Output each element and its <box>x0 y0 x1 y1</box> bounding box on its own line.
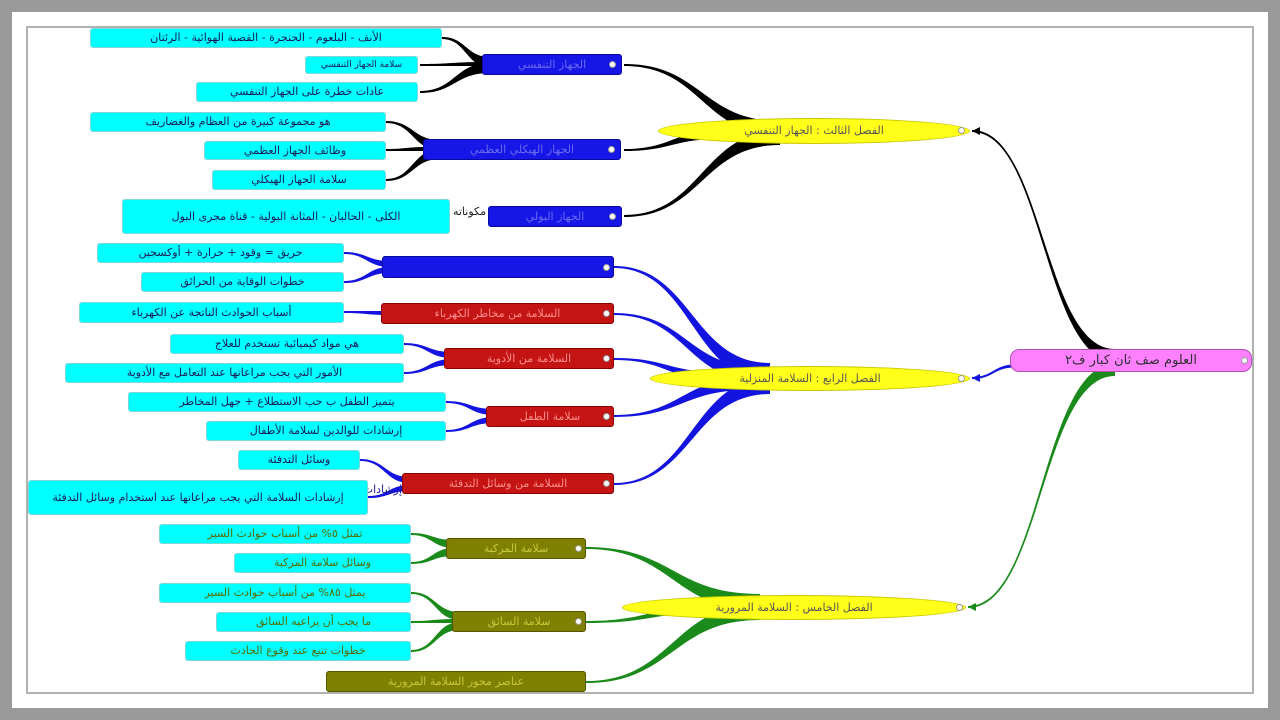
branch-heat-l1 <box>360 459 410 483</box>
leaf-heating-guidelines[interactable]: إرشادات السلامة التي يجب مراعاتها عند اس… <box>28 480 368 515</box>
heating-prefix-text: إرشادات <box>368 483 402 496</box>
topic-electric-safety[interactable]: السلامة من مخاطر الكهرباء <box>381 303 614 324</box>
collapse-handle-heating[interactable] <box>603 480 610 487</box>
leaf-respiratory-safety[interactable]: سلامة الجهاز التنفسي <box>305 56 418 74</box>
branch-child-l2 <box>446 417 494 432</box>
collapse-handle-chapter-3[interactable] <box>958 127 965 134</box>
leaf-electric-causes[interactable]: أسباب الحوادث الناتجة عن الكهرباء <box>79 302 344 323</box>
branch-drv-l2 <box>411 619 456 623</box>
leaf-skeletal-safety[interactable]: سلامة الجهاز الهيكلي <box>212 170 386 190</box>
arrow-chapter5 <box>968 603 976 611</box>
collapse-handle-fire[interactable] <box>603 264 610 271</box>
chapter-4-node[interactable]: الفصل الرابع : السلامة المنزلية <box>650 366 970 391</box>
branch-child-l1 <box>446 401 494 415</box>
leaf-respiratory-parts[interactable]: الأنف - البلعوم - الحنجرة - القصبة الهوا… <box>90 28 442 48</box>
branch-med-l1 <box>404 343 452 358</box>
collapse-handle-medicine[interactable] <box>603 355 610 362</box>
branch-skel-l2 <box>386 147 426 151</box>
leaf-accident-steps[interactable]: خطوات تتبع عند وقوع الحادث <box>185 641 411 661</box>
leaf-vehicle-safety-means[interactable]: وسائل سلامة المركبة <box>234 553 411 573</box>
leaf-child-parent-tips[interactable]: إرشادات للوالدين لسلامة الأطفال <box>206 421 446 441</box>
collapse-handle-driver[interactable] <box>575 618 582 625</box>
topic-fire[interactable] <box>382 256 614 278</box>
chapter-5-node[interactable]: الفصل الخامس : السلامة المرورية <box>622 595 966 620</box>
topic-urinary[interactable]: الجهاز البولي <box>488 206 622 227</box>
leaf-child-traits[interactable]: يتميز الطفل ب حب الاستطلاع + جهل المخاطر <box>128 392 446 412</box>
collapse-handle-respiratory[interactable] <box>609 61 616 68</box>
leaf-fire-prevention[interactable]: خطوات الوقاية من الحرائق <box>141 272 344 292</box>
branch-heat-l2 <box>368 485 410 498</box>
topic-medicine-safety[interactable]: السلامة من الأدوية <box>444 348 614 369</box>
branch-drv-l1 <box>411 592 460 620</box>
branch-root-chapter3 <box>972 130 1115 361</box>
branch-c4-heating <box>614 378 770 485</box>
arrow-chapter4 <box>972 374 980 382</box>
leaf-driver-duties[interactable]: ما يجب أن يراعيه السائق <box>216 612 411 632</box>
collapse-handle-vehicle[interactable] <box>575 545 582 552</box>
branch-elec-l1 <box>344 311 388 315</box>
leaf-urinary-parts[interactable]: الكلى - الحالبان - المثانة البولية - قنا… <box>122 199 450 234</box>
branch-resp-l2 <box>420 62 484 66</box>
leaf-driver-percentage[interactable]: يمثل ٨٥% من أسباب حوادث السير <box>159 583 411 603</box>
collapse-handle-chapter-5[interactable] <box>956 604 963 611</box>
collapse-handle-child[interactable] <box>603 413 610 420</box>
leaf-heating-means[interactable]: وسائل التدفئة <box>238 450 360 470</box>
root-node[interactable]: العلوم صف ثان كبار ف٢ <box>1010 349 1252 372</box>
arrow-chapter3 <box>972 127 980 135</box>
topic-traffic-elements[interactable]: عناصر محور السلامة المرورية <box>326 671 586 692</box>
topic-child-safety[interactable]: سلامة الطفل <box>486 406 614 427</box>
leaf-respiratory-habits[interactable]: عادات خطرة على الجهاز التنفسي <box>196 82 418 102</box>
branch-fire-l1 <box>344 252 390 267</box>
leaf-skeletal-functions[interactable]: وظائف الجهاز العظمي <box>204 141 386 160</box>
collapse-handle-skeletal[interactable] <box>608 146 615 153</box>
branch-resp-l3 <box>420 63 490 93</box>
leaf-fire-triangle[interactable]: حريق = وقود + حرارة + أوكسجين <box>97 243 344 263</box>
branch-c4-electric <box>614 313 760 381</box>
branch-c3-respiratory <box>624 64 780 135</box>
collapse-handle-urinary[interactable] <box>609 213 616 220</box>
leaf-vehicle-percentage[interactable]: تمثل ٥% من أسباب حوادث السير <box>159 524 411 544</box>
leaf-medicine-handling[interactable]: الأمور التي يجب مراعاتها عند التعامل مع … <box>65 363 404 383</box>
urinary-prefix-text: مكوناته <box>452 205 486 218</box>
branch-root-chapter5 <box>968 364 1115 608</box>
branch-c5-elements <box>586 604 760 683</box>
collapse-handle-root[interactable] <box>1241 357 1248 364</box>
leaf-medicine-definition[interactable]: هي مواد كيميائية تستخدم للعلاج <box>170 334 404 354</box>
branch-c4-fire <box>614 266 770 381</box>
topic-driver-safety[interactable]: سلامة السائق <box>452 611 586 632</box>
branch-c3-urinary <box>624 131 780 217</box>
branch-veh-l1 <box>411 533 454 548</box>
branch-drv-l3 <box>411 622 460 652</box>
branch-resp-l1 <box>442 37 490 67</box>
branch-root-chapter4 <box>972 364 1015 379</box>
branch-med-l2 <box>404 359 452 374</box>
collapse-handle-chapter-4[interactable] <box>958 375 965 382</box>
topic-vehicle-safety[interactable]: سلامة المركبة <box>446 538 586 559</box>
chapter-3-node[interactable]: الفصل الثالث : الجهاز التنفسي <box>658 118 970 144</box>
collapse-handle-electric[interactable] <box>603 310 610 317</box>
topic-heating-safety[interactable]: السلامة من وسائل التدفئة <box>402 473 614 494</box>
topic-respiratory[interactable]: الجهاز التنفسي <box>482 54 622 75</box>
topic-skeletal[interactable]: الجهاز الهيكلي العظمي <box>423 139 621 160</box>
branch-fire-l2 <box>344 267 390 283</box>
branch-veh-l2 <box>411 548 454 564</box>
leaf-skeletal-definition[interactable]: هو مجموعة كبيرة من العظام والغضاريف <box>90 112 386 132</box>
branch-c5-vehicle <box>586 547 760 610</box>
